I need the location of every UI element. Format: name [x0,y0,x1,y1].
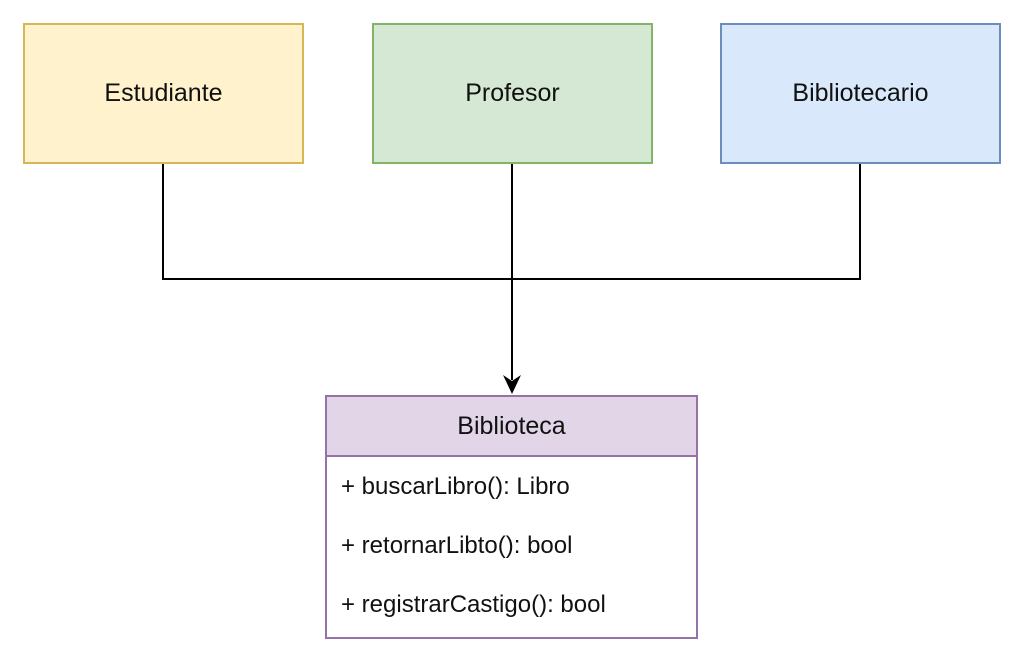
connector-estudiante [162,164,512,280]
actor-profesor-label: Profesor [465,79,560,107]
connector-bibliotecario [512,164,861,280]
method-item: + buscarLibro(): Libro [341,472,570,500]
actor-estudiante-label: Estudiante [104,79,223,107]
actor-bibliotecario-label: Bibliotecario [792,79,929,107]
method-item: + registrarCastigo(): bool [341,590,606,618]
class-biblioteca-methods: + buscarLibro(): Libro + retornarLibto()… [327,457,696,634]
class-biblioteca-title: Biblioteca [457,411,566,440]
method-item: + retornarLibto(): bool [341,531,573,559]
class-biblioteca[interactable]: Biblioteca + buscarLibro(): Libro + reto… [325,395,698,639]
actor-estudiante[interactable]: Estudiante [23,23,304,164]
arrowhead-icon [503,375,521,394]
actor-bibliotecario[interactable]: Bibliotecario [720,23,1001,164]
actor-profesor[interactable]: Profesor [372,23,653,164]
class-biblioteca-header: Biblioteca [327,397,696,457]
